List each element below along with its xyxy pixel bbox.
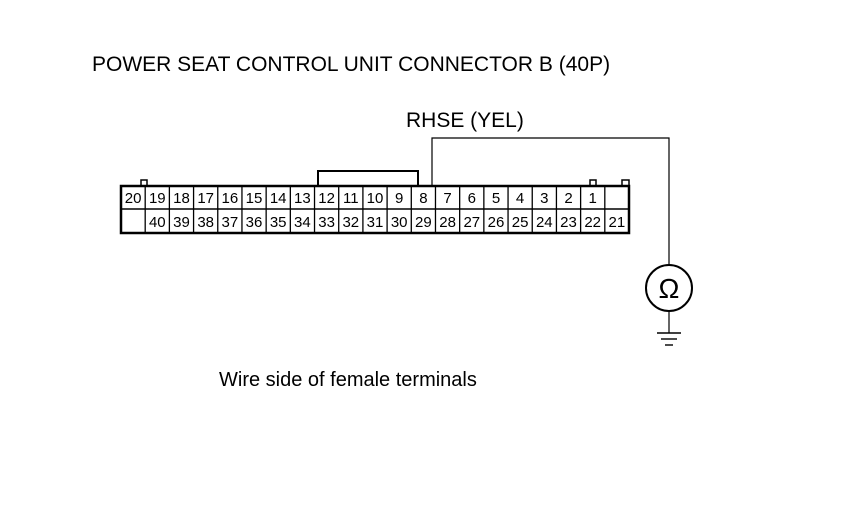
ground-icon	[657, 311, 681, 346]
pin-label: 15	[246, 190, 263, 207]
pin-label: 5	[492, 190, 500, 207]
ohm-symbol: Ω	[659, 273, 680, 304]
wire-label: RHSE (YEL)	[406, 109, 524, 132]
pin-label: 3	[540, 190, 548, 207]
connector-latch	[317, 170, 419, 186]
pin-label: 38	[197, 214, 214, 231]
pin-label: 32	[342, 214, 359, 231]
pin-label: 20	[125, 190, 142, 207]
pin-label: 37	[222, 214, 239, 231]
pin-label: 22	[584, 214, 601, 231]
diagram-caption: Wire side of female terminals	[219, 369, 477, 391]
pin-label: 26	[488, 214, 505, 231]
pin-label: 35	[270, 214, 287, 231]
pin-label: 11	[343, 190, 359, 207]
pin-label: 40	[149, 214, 166, 231]
pin-label: 13	[294, 190, 311, 207]
pin-label: 36	[246, 214, 263, 231]
pin-label: 14	[270, 190, 287, 207]
pin-label: 21	[609, 214, 626, 231]
pin-label: 9	[395, 190, 403, 207]
pin-label: 19	[149, 190, 166, 207]
pin-label: 7	[443, 190, 451, 207]
pin-label: 1	[589, 190, 597, 207]
pin-label: 30	[391, 214, 408, 231]
pin-label: 8	[419, 190, 427, 207]
pin-label: 18	[173, 190, 190, 207]
pin-label: 4	[516, 190, 524, 207]
pin-label: 24	[536, 214, 553, 231]
pin-label: 10	[367, 190, 384, 207]
pin-label: 2	[564, 190, 572, 207]
pin-label: 17	[197, 190, 214, 207]
pin-label: 28	[439, 214, 456, 231]
pin-label: 27	[463, 214, 480, 231]
pin-label: 34	[294, 214, 311, 231]
diagram-title: POWER SEAT CONTROL UNIT CONNECTOR B (40P…	[92, 53, 610, 76]
pin-label: 12	[318, 190, 335, 207]
pin-label: 33	[318, 214, 335, 231]
pin-label: 23	[560, 214, 577, 231]
pin-label: 6	[468, 190, 476, 207]
pin-label: 25	[512, 214, 529, 231]
pin-label: 31	[367, 214, 384, 231]
probe-wire	[431, 137, 670, 264]
ohmmeter-icon: Ω	[645, 264, 693, 312]
pin-label: 29	[415, 214, 432, 231]
pin-label: 16	[222, 190, 239, 207]
pin-label: 39	[173, 214, 190, 231]
